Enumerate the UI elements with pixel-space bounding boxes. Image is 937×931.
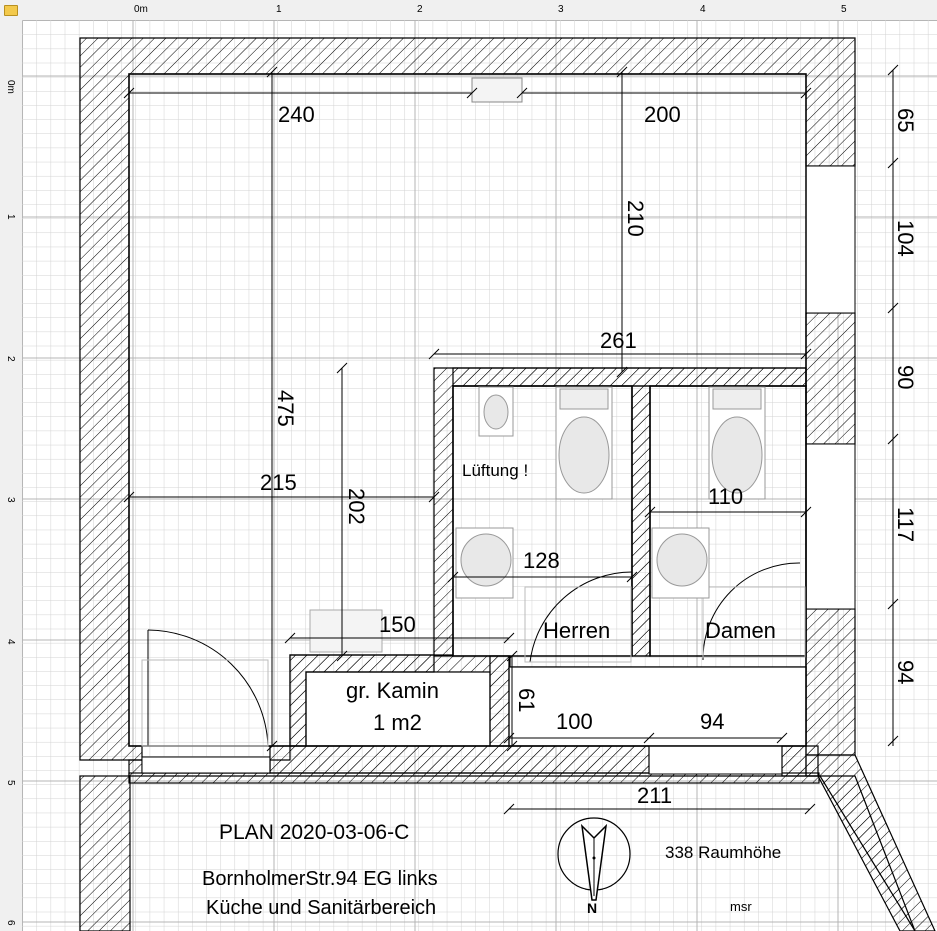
- plan-title: PLAN 2020-03-06-C: [219, 821, 409, 844]
- dim-94-bottom: 94: [700, 709, 724, 734]
- ruler-left-label: 1: [5, 214, 16, 220]
- ruler-top-label: 0m: [134, 4, 148, 15]
- dimension-lines: [123, 64, 899, 815]
- ruler-corner: [0, 0, 23, 21]
- dim-r104: 104: [893, 220, 918, 257]
- dim-150: 150: [379, 612, 416, 637]
- walls: [79, 37, 936, 931]
- dim-202: 202: [344, 488, 369, 525]
- label-lueftung: Lüftung !: [462, 461, 528, 480]
- dim-200: 200: [644, 102, 681, 127]
- dim-r65: 65: [893, 108, 918, 132]
- ruler-left-label: 3: [5, 497, 16, 503]
- plan-address: BornholmerStr.94 EG links: [202, 868, 438, 890]
- folder-icon[interactable]: [4, 5, 18, 16]
- dim-475: 475: [273, 390, 298, 427]
- plan-subtitle: Küche und Sanitärbereich: [206, 897, 436, 919]
- bottom-band: [269, 745, 650, 774]
- top-window: [471, 77, 523, 103]
- label-kamin-2: 1 m2: [373, 710, 422, 735]
- ruler-top-label: 4: [700, 4, 706, 15]
- north-arrow-icon: N: [557, 817, 631, 916]
- window-right-top: [805, 165, 856, 314]
- dim-240: 240: [278, 102, 315, 127]
- damen-door-swing: [702, 562, 801, 661]
- label-damen: Damen: [705, 618, 776, 643]
- herren-door-swing: [529, 571, 633, 663]
- horizontal-ruler[interactable]: 0m 1 2 3 4 5: [22, 0, 937, 21]
- ruler-left-label: 5: [5, 780, 16, 786]
- major-grid: [22, 20, 937, 931]
- dim-211: 211: [637, 783, 672, 808]
- vertical-ruler[interactable]: 0m 1 2 3 4 5 6: [0, 20, 23, 931]
- shaft-block: [508, 666, 807, 747]
- ruler-top-label: 5: [841, 4, 847, 15]
- shaft-wall: [489, 655, 510, 747]
- ruler-left-label: 4: [5, 639, 16, 645]
- bottom-opening: [648, 745, 783, 775]
- doors: [141, 562, 806, 747]
- dim-r90: 90: [893, 365, 918, 389]
- dim-215: 215: [260, 470, 297, 495]
- dim-r94: 94: [893, 660, 918, 684]
- dim-210: 210: [623, 200, 648, 237]
- window-right-mid: [805, 443, 856, 610]
- right-wall-mid: [805, 312, 856, 445]
- kitchen-fixture: [309, 609, 383, 653]
- door-opening-left: [141, 756, 271, 774]
- diagonal-wall: [805, 754, 936, 931]
- ruler-top-label: 2: [417, 4, 423, 15]
- dim-128: 128: [523, 548, 560, 573]
- entrance-door-swing: [147, 629, 269, 747]
- label-kamin-1: gr. Kamin: [346, 678, 439, 703]
- fixtures: [455, 386, 766, 599]
- ruler-top-label: 1: [276, 4, 282, 15]
- dim-61: 61: [514, 688, 539, 712]
- label-herren: Herren: [543, 618, 610, 643]
- left-wall-lower: [79, 775, 131, 931]
- north-label: N: [587, 900, 597, 916]
- dim-r117: 117: [893, 507, 918, 542]
- ruler-left-label: 6: [5, 920, 16, 926]
- ruler-left-label: 0m: [5, 80, 16, 94]
- dim-100: 100: [556, 709, 593, 734]
- drawing-canvas[interactable]: 240 200 210 475 261 215 202 128 110 150 …: [22, 20, 937, 931]
- ruler-top-label: 3: [558, 4, 564, 15]
- dim-261: 261: [600, 328, 637, 353]
- partition-wall-mid: [631, 385, 651, 657]
- dim-110: 110: [708, 484, 743, 509]
- room-height: 338 Raumhöhe: [665, 843, 781, 862]
- author: msr: [730, 899, 752, 914]
- ruler-left-label: 2: [5, 356, 16, 362]
- right-wall-low: [805, 608, 856, 756]
